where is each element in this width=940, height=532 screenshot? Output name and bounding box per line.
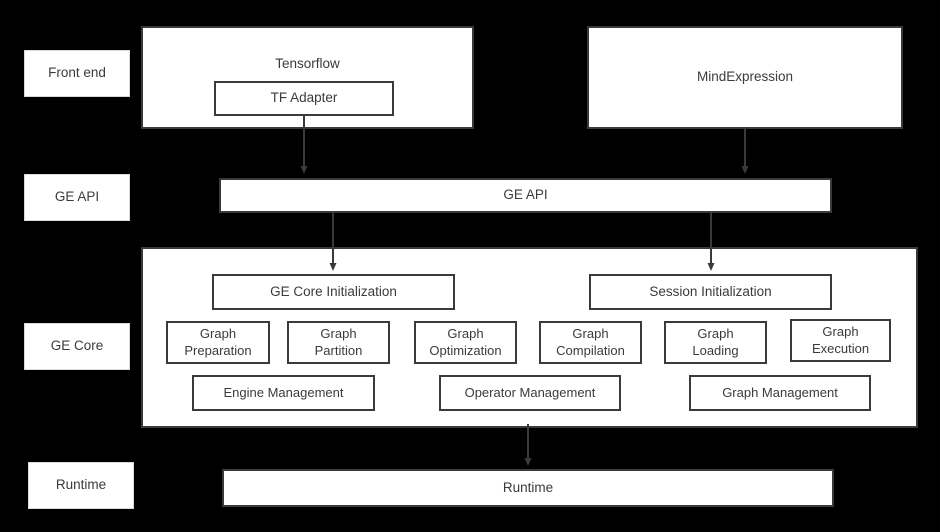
manager-graph-management[interactable]: Graph Management xyxy=(689,375,871,411)
manager-operator-management[interactable]: Operator Management xyxy=(439,375,621,411)
module-graph-preparation[interactable]: Graph Preparation xyxy=(166,321,270,364)
manager-engine-management[interactable]: Engine Management xyxy=(192,375,375,411)
session-initialization-box[interactable]: Session Initialization xyxy=(589,274,832,310)
lane-label-front-end: Front end xyxy=(24,50,130,97)
runtime-bar[interactable]: Runtime xyxy=(222,469,834,507)
ge-core-initialization-box[interactable]: GE Core Initialization xyxy=(212,274,455,310)
module-graph-execution[interactable]: Graph Execution xyxy=(790,319,891,362)
lane-label-ge-api: GE API xyxy=(24,174,130,221)
module-graph-loading[interactable]: Graph Loading xyxy=(664,321,767,364)
frontend-tf-adapter-box[interactable]: TF Adapter xyxy=(214,81,394,116)
ge-api-bar[interactable]: GE API xyxy=(219,178,832,213)
lane-label-runtime: Runtime xyxy=(28,462,134,509)
lane-label-ge-core: GE Core xyxy=(24,323,130,370)
frontend-mindexpression-box[interactable]: MindExpression xyxy=(587,26,903,129)
module-graph-partition[interactable]: Graph Partition xyxy=(287,321,390,364)
module-graph-optimization[interactable]: Graph Optimization xyxy=(414,321,517,364)
module-graph-compilation[interactable]: Graph Compilation xyxy=(539,321,642,364)
